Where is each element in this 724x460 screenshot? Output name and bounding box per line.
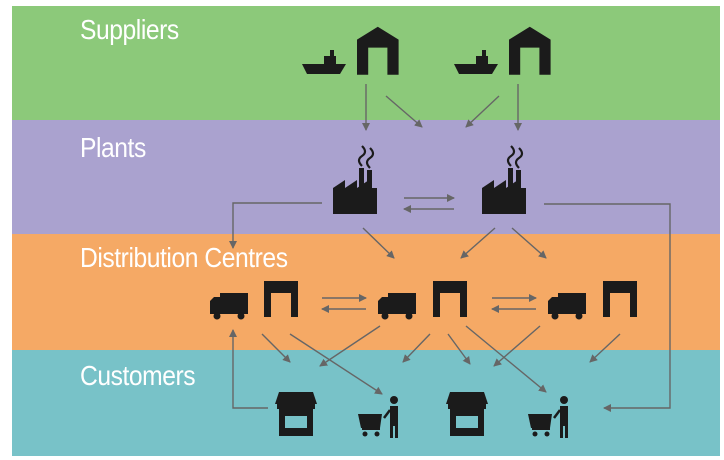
band-label-suppliers: Suppliers — [80, 14, 179, 45]
flow-arrows — [229, 84, 671, 412]
delivery-truck-icon — [378, 293, 416, 320]
arrow — [261, 333, 291, 363]
distribution-centre-2 — [378, 281, 467, 320]
supplier-2 — [454, 26, 551, 75]
shopper-with-cart-icon — [526, 394, 570, 440]
factory-icon — [331, 144, 379, 216]
band-customers: Customers — [12, 350, 720, 456]
arrow — [589, 333, 621, 363]
warehouse-icon — [357, 26, 399, 75]
band-distribution-centres: Distribution Centres — [12, 234, 720, 350]
arrow — [465, 95, 500, 128]
distribution-centre-3 — [548, 281, 637, 320]
arrow — [362, 227, 395, 259]
arrow — [465, 325, 547, 393]
factory-icon — [480, 144, 528, 216]
shopper-with-cart-icon — [356, 394, 400, 440]
arrow — [493, 325, 541, 367]
band-label-customers: Customers — [80, 360, 196, 391]
arrow — [447, 333, 471, 365]
arrow — [229, 202, 322, 249]
arrow — [460, 227, 496, 259]
cargo-ship-icon — [302, 50, 346, 74]
delivery-truck-icon — [210, 293, 248, 320]
storefront-icon — [275, 392, 317, 436]
arrow — [402, 333, 431, 363]
arrow — [319, 325, 381, 367]
band-plants: Plants — [12, 120, 720, 234]
distribution-centre-1 — [210, 281, 298, 320]
band-label-plants: Plants — [80, 132, 146, 163]
arrow — [544, 203, 671, 412]
supplier-1 — [302, 26, 399, 75]
arrow — [289, 333, 383, 395]
arrow — [385, 95, 423, 128]
warehouse-icon — [509, 26, 551, 75]
cargo-ship-icon — [454, 50, 498, 74]
warehouse-icon — [603, 281, 637, 317]
storefront-icon — [446, 392, 488, 436]
arrow — [229, 329, 268, 409]
warehouse-icon — [264, 281, 298, 317]
delivery-truck-icon — [548, 293, 586, 320]
warehouse-icon — [433, 281, 467, 317]
arrow — [511, 227, 547, 259]
band-label-distribution-centres: Distribution Centres — [80, 242, 288, 273]
